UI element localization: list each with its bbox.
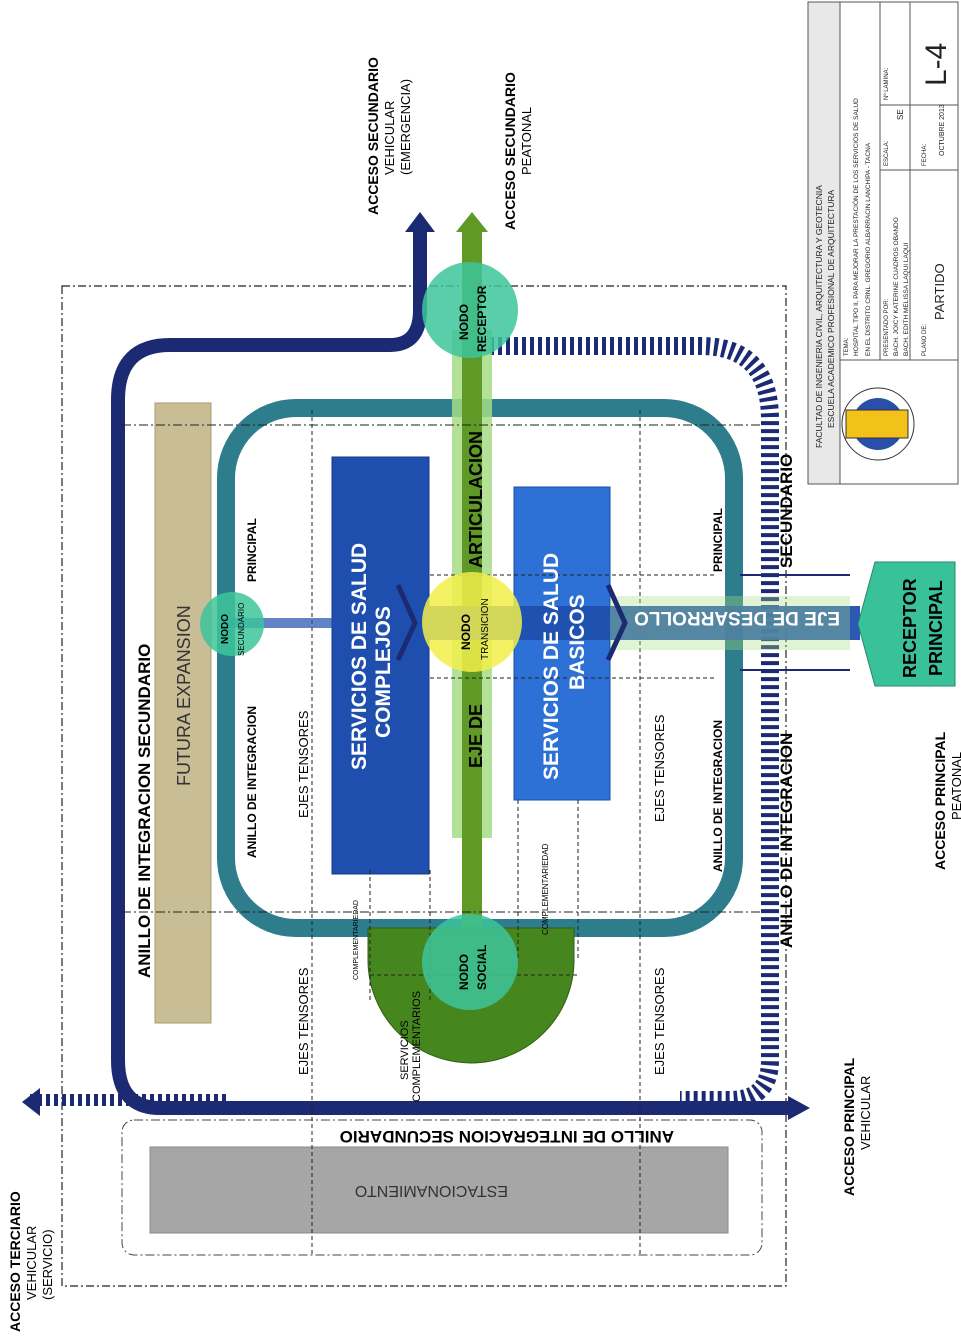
ring-principal-right-prefix: ANILLO DE INTEGRACION (711, 720, 725, 872)
acceso-secundario-peatonal-title: ACCESO SECUNDARIO (502, 72, 518, 230)
ejes-horizontal-lines (122, 424, 760, 913)
estacionamiento-block (149, 1146, 729, 1234)
ejes-tensores-3: EJES TENSORES (652, 714, 667, 822)
acceso-principal-peatonal-line1: PEATONAL (949, 752, 961, 820)
nodo-social (422, 914, 518, 1010)
acceso-secundario-vehicular-title: ACCESO SECUNDARIO (365, 57, 381, 215)
nodo-receptor-1: NODO (457, 304, 471, 340)
complementarios-label-2: COMPLEMENTARIOS (411, 991, 423, 1102)
complementariedad-1: COMPLEMENTARIEDAD (353, 900, 360, 980)
acceso-principal-vehicular-title: ACCESO PRINCIPAL (841, 1057, 857, 1196)
basicos-block (513, 486, 611, 801)
futura-expansion-label: FUTURA EXPANSION (174, 605, 194, 786)
tb-plan-value: PARTIDO (932, 263, 947, 320)
eje-articulacion-a: EJE DE (466, 704, 486, 768)
parking-boundary (121, 1119, 763, 1256)
nodo-social-2: SOCIAL (475, 945, 489, 990)
acceso-terciario-title: ACCESO TERCIARIO (7, 1191, 23, 1332)
tb-date-label: FECHA: (922, 144, 928, 166)
acceso-secundario-vehicular-line1: VEHICULAR (382, 101, 397, 175)
nodo-transicion-2: TRANSICION (480, 598, 491, 660)
acceso-secundario-vehicular-line2: (EMERGENCIA) (398, 79, 413, 175)
acceso-secundario-peatonal-line1: PEATONAL (519, 107, 534, 175)
ejes-tensores-lines (311, 410, 716, 1256)
ejes-tensores-4: EJES TENSORES (652, 967, 667, 1075)
complementarios-label-1: SERVICIOS (399, 1020, 411, 1080)
site-boundary (61, 285, 787, 1287)
basicos-label-1: SERVICIOS DE SALUD (540, 553, 563, 780)
eje-articulacion-b: ARTICULACION (466, 431, 486, 568)
nodo-secundario-2: SECUNDARIO (237, 603, 246, 656)
tb-plan-label: PLANO DE: (922, 324, 928, 356)
nodo-receptor (422, 262, 518, 358)
desarrollo-chevron-b (395, 583, 418, 662)
arrow-terciario (22, 1088, 40, 1116)
tb-author1: BACH. JOICY KATERINE CUADROS OBANDO (893, 217, 900, 356)
futura-expansion-block (154, 402, 212, 1024)
ejes-tensores-2: EJES TENSORES (296, 967, 311, 1075)
tb-sheet-label: Nº LAMINA: (883, 67, 890, 100)
nodo-secundario (200, 592, 264, 656)
ring-principal-suffix: PRINCIPAL (245, 518, 259, 582)
tb-scale-label: ESCALA: (884, 140, 890, 166)
acceso-principal-peatonal-title: ACCESO PRINCIPAL (932, 731, 948, 870)
axis-desarrollo-dashed (225, 618, 395, 628)
ring-right-prefix: ANILLO DE INTEGRACION (777, 733, 796, 948)
ring-right-suffix: SECUNDARIO (777, 454, 796, 568)
arrow-secundario-peatonal (456, 212, 488, 232)
ejes-tensores-1: EJES TENSORES (296, 710, 311, 818)
tb-school: ESCUELA ACADEMICO PROFESIONAL DE ARQUITE… (826, 189, 836, 428)
nodo-transicion-1: NODO (459, 614, 473, 650)
desarrollo-arrows (740, 574, 850, 671)
tb-tema-label: TEMA: (844, 337, 850, 356)
ring-principal-right-suffix: PRINCIPAL (711, 508, 725, 572)
tb-tema-line2: EN EL DISTRITO CRNL. GREGORIO ALBARRACIN… (865, 142, 872, 356)
arrow-principal-vehicular (788, 1096, 810, 1120)
estacionamiento-label: ESTACIONAMIENTO (355, 1182, 508, 1199)
tb-faculty: FACULTAD DE INGENIERIA CIVIL, ARQUITECTU… (814, 185, 824, 448)
arrow-secundario-vehicular (405, 212, 435, 232)
receptor-principal-block (857, 561, 956, 687)
complejos-label-1: SERVICIOS DE SALUD (348, 543, 371, 770)
ring-secundario-left-label: ANILLO DE INTEGRACION SECUNDARIO (135, 644, 154, 978)
acceso-principal-vehicular-line1: VEHICULAR (858, 1076, 873, 1150)
receptor-principal-label-1: RECEPTOR (900, 578, 920, 678)
tb-scale-value: SE (896, 109, 905, 120)
complementariedad-2: COMPLEMENTARIEDAD (541, 843, 550, 935)
acceso-terciario-line2: (SERVICIO) (40, 1229, 55, 1300)
nodo-social-1: NODO (457, 954, 471, 990)
tb-sheet-value: L-4 (920, 43, 953, 86)
axis-desarrollo-glow (610, 596, 850, 650)
receptor-principal-label-2: PRINCIPAL (926, 580, 946, 676)
basicos-label-2: BASICOS (566, 594, 589, 690)
tb-author2: BACH. EDITH MELISSA LAQUI LAQUI (903, 242, 910, 356)
nodo-secundario-1: NODO (220, 614, 231, 644)
desarrollo-chevron-a (605, 583, 628, 662)
tb-date-value: OCTUBRE 2013 (939, 104, 946, 156)
title-block (807, 1, 959, 485)
tb-presented-label: PRESENTADO POR: (884, 298, 890, 356)
complejos-label-2: COMPLEJOS (372, 606, 395, 738)
acceso-terciario-line1: VEHICULAR (24, 1226, 39, 1300)
nodo-transicion (422, 572, 522, 672)
ring-principal-prefix: ANILLO DE INTEGRACION (245, 706, 259, 858)
ring-secundario-solid (111, 225, 790, 1115)
ring-secundario-dashed (490, 337, 779, 1109)
nodo-receptor-2: RECEPTOR (475, 285, 489, 352)
tb-tema-line1: HOSPITAL TIPO II, PARA MEJORAR LA PRESTA… (851, 98, 860, 356)
complejos-block (331, 456, 430, 875)
ring-secundario-bottom-label: ANILLO DE INTEGRACION SECUNDARIO (340, 1127, 674, 1146)
eje-desarrollo-label: EJE DE DESARROLLO (634, 607, 840, 628)
